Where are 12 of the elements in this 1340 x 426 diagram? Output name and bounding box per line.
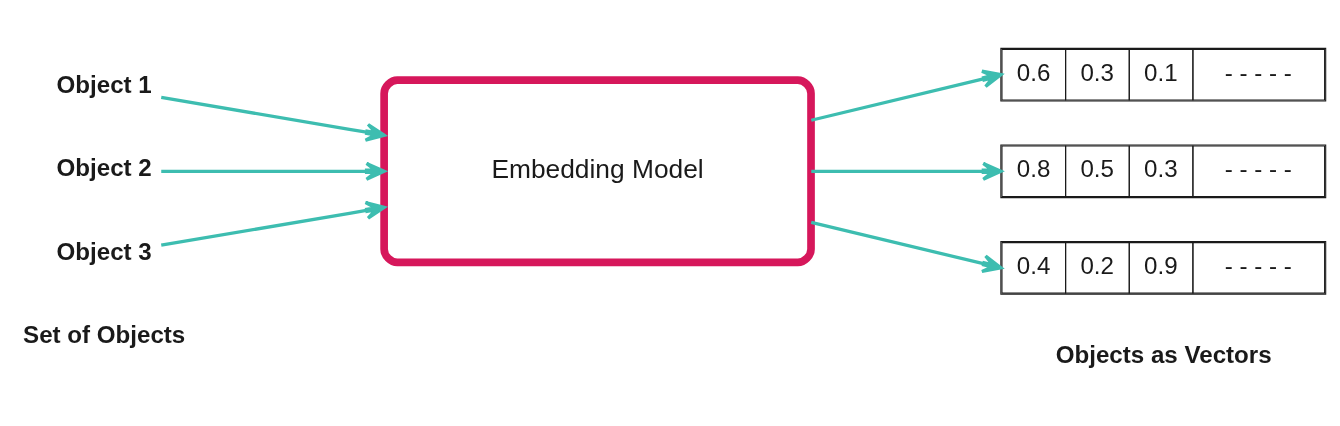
node-text: Object 1 <box>56 70 152 98</box>
label: Set of Objects <box>23 321 186 349</box>
arrow <box>161 161 386 181</box>
node-text: Object 2 <box>56 154 152 182</box>
arrow <box>811 161 1003 181</box>
arrow <box>810 220 1003 274</box>
node-text: Object 3 <box>56 237 152 265</box>
arrow <box>160 95 386 142</box>
arrow <box>160 200 386 247</box>
node-box: Embedding Model <box>380 76 815 267</box>
label: Objects as Vectors <box>1055 340 1272 368</box>
arrow <box>810 69 1003 122</box>
